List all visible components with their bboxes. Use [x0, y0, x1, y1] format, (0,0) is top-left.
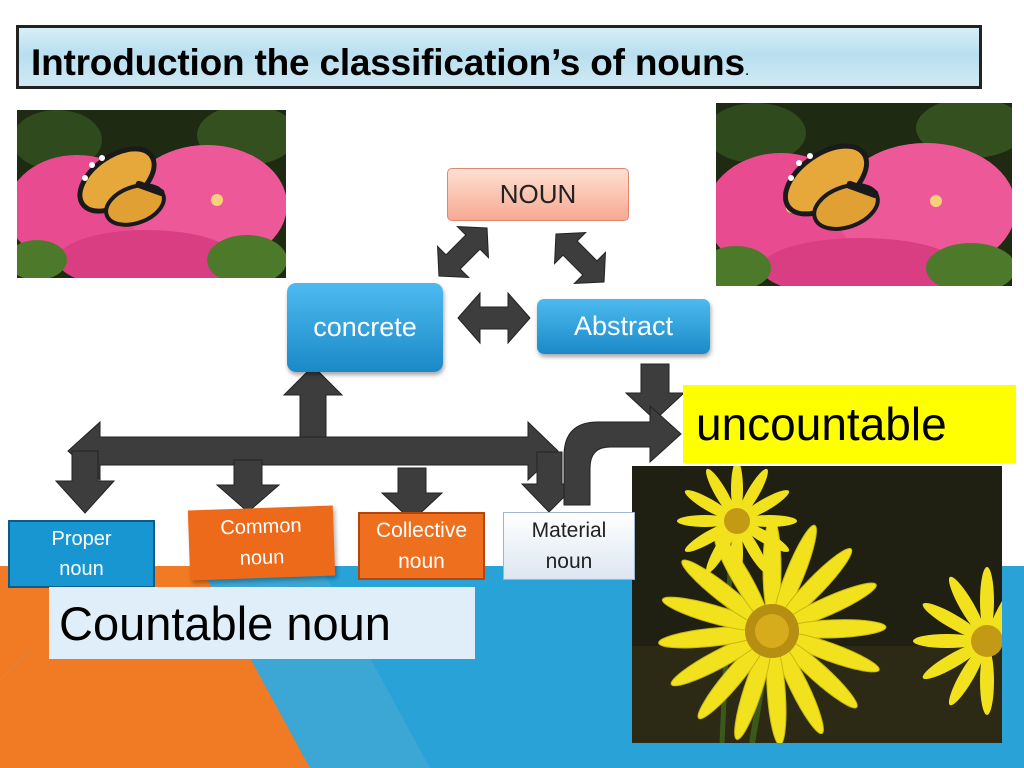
noun-abstract-double-arrow-icon — [553, 231, 607, 285]
noun-concrete-double-arrow-icon — [436, 225, 490, 279]
material-noun-line2: noun — [545, 550, 593, 573]
noun-box: NOUN — [447, 168, 629, 221]
proper-noun-line1: Proper — [51, 528, 112, 550]
yellow-daisy-flowers-image — [632, 466, 1002, 743]
concrete-up-arrow-icon — [282, 365, 344, 438]
common-down-arrow-icon — [215, 459, 281, 513]
countable-noun-box: Countable noun — [49, 587, 475, 659]
slide-title-period: . — [744, 62, 750, 79]
butterfly-icon — [782, 143, 880, 231]
butterfly-photo-left — [17, 110, 286, 278]
uncountable-box: uncountable — [683, 385, 1016, 463]
butterfly-on-pink-flower-image — [17, 110, 286, 278]
uncountable-label: uncountable — [696, 398, 947, 450]
horizontal-double-arrow-icon — [67, 420, 559, 482]
noun-label: NOUN — [499, 179, 577, 209]
slide-title-box: Introduction the classification’s of nou… — [16, 25, 982, 89]
abstract-box: Abstract — [537, 299, 710, 354]
common-noun-line2: noun — [239, 546, 285, 570]
concrete-label: concrete — [313, 312, 417, 342]
common-noun-box: Common noun — [187, 505, 336, 581]
abstract-label: Abstract — [573, 311, 674, 341]
proper-noun-line2: noun — [59, 558, 104, 580]
concrete-abstract-double-arrow-icon — [457, 291, 531, 345]
butterfly-on-pink-flower-image — [716, 103, 1012, 286]
material-uncountable-bent-arrow-icon — [563, 404, 682, 506]
common-noun-line1: Common — [220, 514, 302, 540]
slide-title-text: Introduction the classification’s of nou… — [31, 42, 745, 83]
collective-noun-box: Collective noun — [358, 512, 485, 580]
collective-down-arrow-icon — [380, 467, 444, 522]
material-down-arrow-icon — [520, 451, 579, 513]
concrete-box: concrete — [287, 283, 443, 372]
collective-noun-line1: Collective — [375, 519, 468, 542]
daisy-flower-right-icon — [913, 567, 1002, 715]
abstract-down-arrow-icon — [624, 363, 686, 421]
countable-noun-label: Countable noun — [59, 596, 391, 650]
slide-title: Introduction the classification’s of nou… — [31, 42, 749, 84]
collective-noun-line2: noun — [398, 550, 445, 573]
daisy-flower-top-icon — [677, 466, 797, 581]
yellow-daisy-photo — [632, 466, 1002, 743]
material-noun-line1: Material — [531, 519, 607, 542]
butterfly-icon — [77, 146, 166, 227]
material-noun-box: Material noun — [503, 512, 635, 580]
proper-down-arrow-icon — [54, 450, 116, 514]
proper-noun-box: Proper noun — [8, 520, 155, 588]
butterfly-photo-right — [716, 103, 1012, 286]
